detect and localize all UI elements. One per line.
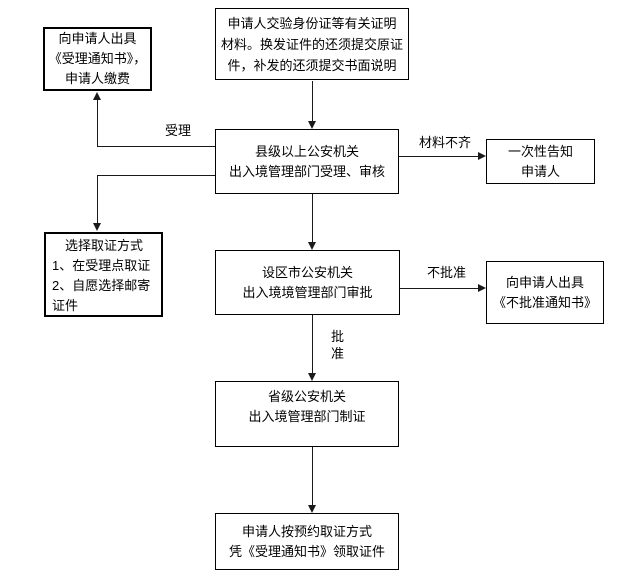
- arrowhead-right: [478, 152, 486, 160]
- flow-node-city-approve: 设区市公安机关 出入境境管理部门审批: [215, 250, 400, 315]
- node-text-line: 出入境管理部门制证: [248, 409, 366, 424]
- node-text-line: 件，补发的还须提交书面说明: [227, 57, 397, 73]
- connector-line: [312, 194, 313, 242]
- connector-line: [312, 81, 313, 122]
- flow-node-province-produce-cert: 省级公安机关 出入境管理部门制证: [215, 381, 399, 447]
- node-text-line: 申请人交验身份证等有关证明: [227, 15, 397, 31]
- flow-node-county-accept-review: 县级以上公安机关 出入境管理部门受理、审核: [215, 129, 399, 194]
- connector-line: [97, 175, 98, 223]
- connector-line: [312, 447, 313, 505]
- node-text-line: 设区市公安机关: [261, 264, 353, 280]
- edge-label-not-approved: 不批准: [427, 265, 467, 280]
- flow-node-submit-materials: 申请人交验身份证等有关证明 材料。换发证件的还须提交原证 件，补发的还须提交书面…: [215, 8, 409, 80]
- arrowhead-down: [308, 505, 316, 513]
- flow-node-issue-acceptance-notice: 向申请人出具 《受理通知书》， 申请人缴费: [43, 27, 152, 91]
- arrowhead-down: [93, 223, 101, 231]
- node-text-line: 2、自愿选择邮寄: [52, 278, 151, 293]
- arrowhead-down: [308, 373, 316, 381]
- node-text-line: 申请人: [520, 163, 560, 179]
- arrowhead-down: [308, 242, 316, 250]
- node-text-line: 省级公安机关: [267, 389, 346, 404]
- flow-node-reject-notice: 向申请人出具 《不批准通知书》: [486, 261, 604, 324]
- node-text-line: 一次性告知: [507, 143, 573, 159]
- edge-label-approved: 批准: [331, 329, 345, 361]
- node-text-line: 出入境管理部门受理、审核: [228, 163, 385, 179]
- node-text-line: 证件: [52, 298, 79, 313]
- node-text-line: 申请人按预约取证方式: [241, 523, 372, 539]
- arrowhead-down: [308, 121, 316, 129]
- node-text-line: 《受理通知书》，: [48, 51, 147, 66]
- node-text-line: 出入境境管理部门审批: [242, 284, 373, 300]
- node-text-line: 申请人缴费: [64, 71, 130, 86]
- flow-node-inform-applicant-once: 一次性告知 申请人: [486, 139, 595, 184]
- arrowhead-right: [478, 284, 486, 292]
- arrowhead-up: [93, 92, 101, 100]
- node-text-line: 县级以上公安机关: [254, 143, 359, 159]
- node-text-line: 《不批准通知书》: [492, 294, 597, 310]
- node-text-line: 1、在受理点取证: [52, 258, 151, 273]
- connector-line: [312, 315, 313, 373]
- node-text-line: 材料。换发证件的还须提交原证: [220, 36, 403, 52]
- connector-line: [97, 175, 215, 176]
- node-text-line: 向申请人出具: [505, 274, 584, 290]
- edge-label-accepted: 受理: [165, 123, 192, 138]
- connector-line: [399, 156, 478, 157]
- connector-line: [97, 146, 215, 147]
- edge-label-materials-incomplete: 材料不齐: [419, 135, 472, 150]
- node-text-line: 选择取证方式: [64, 238, 143, 253]
- flow-node-choose-pickup-method: 选择取证方式 1、在受理点取证 2、自愿选择邮寄 证件: [44, 232, 163, 317]
- connector-line: [400, 288, 478, 289]
- connector-line: [97, 100, 98, 146]
- node-text-line: 向申请人出具: [58, 31, 137, 46]
- flow-node-receive-cert: 申请人按预约取证方式 凭《受理通知书》领取证件: [215, 513, 399, 570]
- node-text-line: 凭《受理通知书》领取证件: [228, 543, 385, 559]
